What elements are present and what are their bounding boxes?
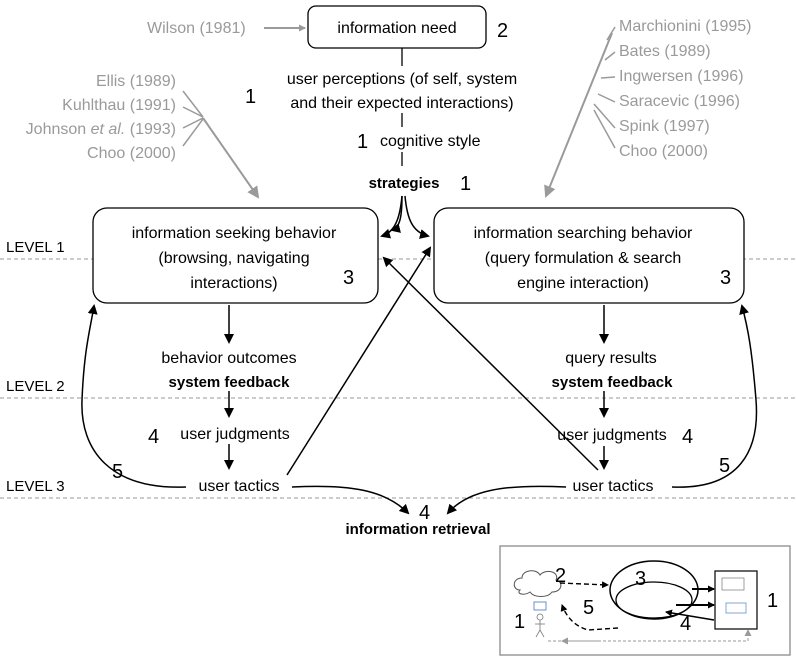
right-citation-bates: Bates (1989) bbox=[619, 43, 711, 60]
right-loop-number: 5 bbox=[719, 455, 730, 477]
behavior-outcomes-label: behavior outcomes bbox=[161, 350, 296, 367]
right-fan-line-2 bbox=[604, 51, 616, 61]
left-loop-arrow bbox=[81, 304, 187, 488]
seeking-number: 3 bbox=[343, 267, 354, 289]
right-citation-ingwersen: Ingwersen (1996) bbox=[619, 68, 744, 85]
left-fan-line-2 bbox=[182, 106, 204, 118]
left-citation-kuhlthau: Kuhlthau (1991) bbox=[62, 97, 176, 114]
information-need-label: information need bbox=[337, 20, 456, 37]
seeking-line-2: (browsing, navigating bbox=[158, 250, 309, 267]
level-1-label: LEVEL 1 bbox=[6, 239, 65, 256]
right-fan-line-5 bbox=[593, 103, 616, 129]
right-fan-line-4 bbox=[597, 93, 616, 103]
left-fan-arrow bbox=[202, 117, 260, 199]
right-citation-saracevic: Saracevic (1996) bbox=[619, 93, 740, 110]
inset-number-1-right: 1 bbox=[767, 590, 778, 612]
right-fan-arrow bbox=[544, 32, 613, 198]
searching-line-2: (query formulation & search bbox=[485, 250, 682, 267]
seeking-line-1: information seeking behavior bbox=[132, 225, 337, 242]
strategies-number: 1 bbox=[460, 173, 471, 195]
perceptions-line-2: and their expected interactions) bbox=[290, 95, 513, 112]
level-2-label: LEVEL 2 bbox=[6, 378, 65, 395]
perceptions-line-1: user perceptions (of self, system bbox=[287, 71, 517, 88]
inset-screen-icon bbox=[721, 577, 745, 591]
information-need-number: 2 bbox=[497, 20, 508, 42]
inset-number-1-left: 1 bbox=[514, 611, 525, 633]
strategies-arrow-right bbox=[404, 195, 430, 239]
right-fan-line-6 bbox=[593, 109, 616, 149]
inset-number-2: 2 bbox=[555, 565, 566, 587]
inset-diagram: 1 2 3 1 4 5 bbox=[499, 545, 791, 656]
left-loop-number: 5 bbox=[112, 461, 123, 483]
left-tactics-to-retrieval-arrow bbox=[291, 485, 410, 515]
left-user-tactics-label: user tactics bbox=[199, 478, 280, 495]
information-searching-box bbox=[433, 207, 745, 304]
strategies-arrow-left-2 bbox=[390, 195, 403, 233]
left-fan-line-4 bbox=[182, 118, 204, 147]
perceptions-number: 1 bbox=[245, 86, 256, 108]
left-user-judgments-label: user judgments bbox=[180, 426, 289, 443]
information-retrieval-number: 4 bbox=[419, 502, 430, 524]
cognitive-style-number: 1 bbox=[357, 131, 368, 153]
inset-inner-ring bbox=[615, 581, 693, 619]
cognitive-style-label: cognitive style bbox=[380, 133, 481, 150]
left-citation-ellis: Ellis (1989) bbox=[96, 73, 176, 90]
inset-number-5: 5 bbox=[583, 597, 594, 619]
right-user-tactics-label: user tactics bbox=[573, 478, 654, 495]
right-fan-line-3 bbox=[600, 76, 616, 79]
right-tactics-to-retrieval-arrow bbox=[446, 485, 567, 515]
seeking-line-3: interactions) bbox=[190, 275, 277, 292]
searching-number: 3 bbox=[720, 267, 731, 289]
right-judgments-number: 4 bbox=[682, 426, 693, 448]
inset-number-3: 3 bbox=[635, 568, 646, 590]
inset-number-4: 4 bbox=[680, 613, 691, 635]
left-citation-johnson: Johnson et al. (1993) bbox=[26, 121, 176, 138]
right-user-judgments-label: user judgments bbox=[557, 427, 666, 444]
right-loop-arrow bbox=[671, 304, 758, 488]
left-citation-choo: Choo (2000) bbox=[87, 145, 176, 162]
right-citation-spink: Spink (1997) bbox=[619, 118, 710, 135]
inset-box-to-ring-arrow bbox=[665, 609, 715, 621]
inset-cloud-icon bbox=[513, 570, 562, 597]
left-system-feedback-label: system feedback bbox=[169, 374, 291, 391]
searching-line-3: engine interaction) bbox=[517, 275, 649, 292]
left-judgments-number: 4 bbox=[148, 426, 159, 448]
left-fan-line-1 bbox=[182, 90, 204, 118]
wilson-citation: Wilson (1981) bbox=[147, 20, 246, 37]
information-seeking-box bbox=[92, 207, 379, 304]
right-tactics-to-seeking-arrow bbox=[382, 256, 599, 471]
left-fan-line-3 bbox=[182, 117, 204, 129]
right-citation-choo: Choo (2000) bbox=[619, 143, 708, 160]
strategies-label: strategies bbox=[369, 175, 440, 192]
inset-device-icon bbox=[725, 602, 747, 614]
query-results-label: query results bbox=[565, 350, 657, 367]
inset-dashed-arrow-to-ring bbox=[559, 581, 609, 589]
right-system-feedback-label: system feedback bbox=[552, 374, 674, 391]
information-need-box bbox=[307, 5, 487, 49]
left-tactics-to-searching-arrow bbox=[286, 246, 432, 476]
information-retrieval-label: information retrieval bbox=[345, 521, 490, 538]
right-citation-marchionini: Marchionini (1995) bbox=[619, 18, 752, 35]
level-3-label: LEVEL 3 bbox=[6, 478, 65, 495]
searching-line-1: information searching behavior bbox=[474, 225, 693, 242]
inset-person-icon bbox=[533, 601, 547, 638]
